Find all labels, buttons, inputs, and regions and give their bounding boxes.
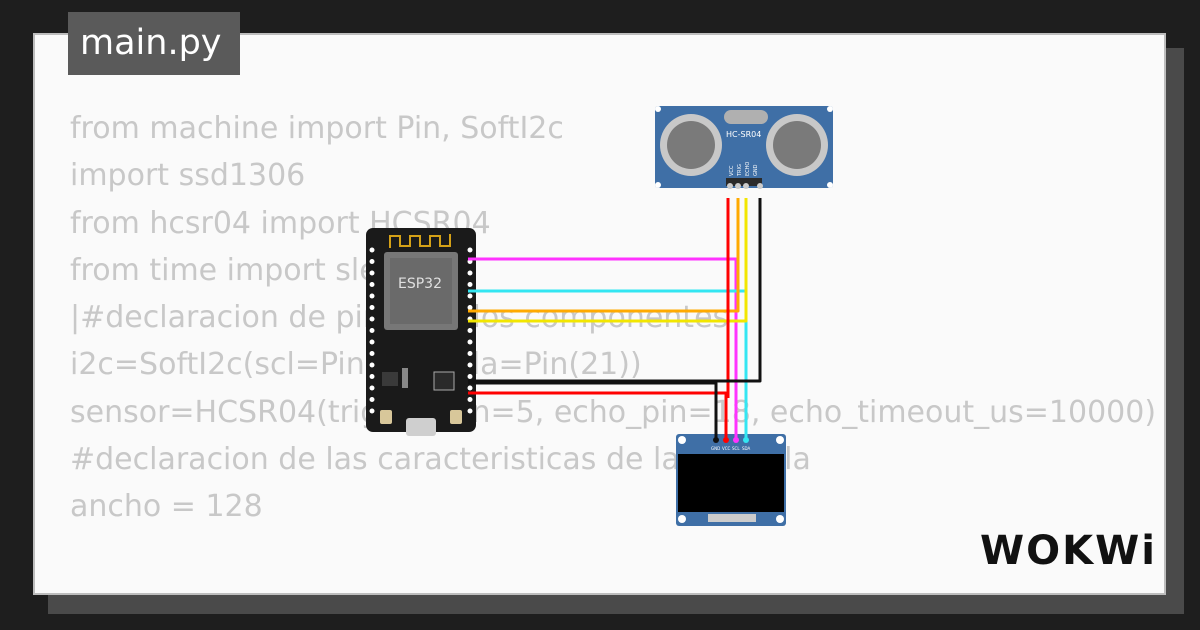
wire-gnd-oled xyxy=(468,381,718,438)
esp32-pin xyxy=(467,247,473,253)
wire-gnd-sensor xyxy=(468,198,762,383)
esp32-pin xyxy=(369,374,375,379)
oled-pin-label: SDA xyxy=(742,446,751,451)
wire-scl xyxy=(468,257,738,438)
code-preview: from machine import Pin, SoftI2c import s… xyxy=(70,105,1156,531)
esp32-pin xyxy=(467,305,473,310)
wokwi-logo: WOKWi xyxy=(980,528,1154,574)
ultrasonic-label: HC-SR04 xyxy=(726,130,761,139)
esp32-pin xyxy=(369,270,375,276)
esp32-pin xyxy=(467,293,473,299)
oled-pin-label: VCC xyxy=(722,446,731,451)
esp32-pin xyxy=(467,397,473,402)
esp32-pin xyxy=(369,282,375,287)
esp32-pin xyxy=(467,328,473,333)
esp32-board[interactable]: ESP32 xyxy=(366,228,476,436)
file-tab[interactable]: main.py xyxy=(68,12,240,75)
esp32-pin xyxy=(467,374,473,379)
us-pin-label: VCC xyxy=(729,165,735,176)
us-pin-label: TRIG xyxy=(737,164,743,177)
us-pin-label: GND xyxy=(753,164,759,176)
esp32-pin xyxy=(369,385,375,391)
wires xyxy=(468,198,762,438)
oled-display[interactable]: GND VCC SCL SDA xyxy=(676,434,786,526)
wire-vcc-oled xyxy=(468,391,728,438)
oled-pin-label: SCL xyxy=(732,446,740,451)
wire-sda xyxy=(468,289,748,438)
wire-trig xyxy=(468,198,740,313)
code-line: import ssd1306 xyxy=(70,158,306,194)
wokwi-logo-text: WOKWi xyxy=(980,528,1154,574)
esp32-pin xyxy=(369,305,375,310)
sensor-pins xyxy=(727,183,763,189)
esp32-pin xyxy=(369,339,375,345)
esp32-pin xyxy=(369,397,375,402)
esp32-pin xyxy=(369,351,375,356)
esp32-pin xyxy=(467,282,473,287)
esp32-pin xyxy=(467,270,473,276)
esp32-pin xyxy=(467,351,473,356)
esp32-pin xyxy=(369,408,375,414)
esp32-pin xyxy=(467,339,473,345)
project-card[interactable]: from machine import Pin, SoftI2c import s… xyxy=(33,33,1166,595)
esp32-pin xyxy=(369,247,375,253)
esp32-pin xyxy=(369,328,375,333)
ultrasonic-sensor[interactable]: HC-SR04 VCC TRIG ECHO GND xyxy=(655,106,833,188)
oled-pins xyxy=(713,437,749,443)
code-line: ancho = 128 xyxy=(70,489,263,525)
esp32-label: ESP32 xyxy=(398,276,442,292)
esp32-pin xyxy=(369,259,375,264)
us-pin-label: ECHO xyxy=(745,162,751,176)
oled-pin-label: GND xyxy=(711,446,720,451)
esp32-pin xyxy=(369,316,375,322)
esp32-pin xyxy=(467,408,473,414)
esp32-pin xyxy=(369,362,375,368)
code-line: from machine import Pin, SoftI2c xyxy=(70,111,564,146)
esp32-pin xyxy=(467,385,473,391)
esp32-pin xyxy=(467,362,473,368)
wire-echo xyxy=(468,198,748,323)
esp32-pin xyxy=(369,293,375,299)
